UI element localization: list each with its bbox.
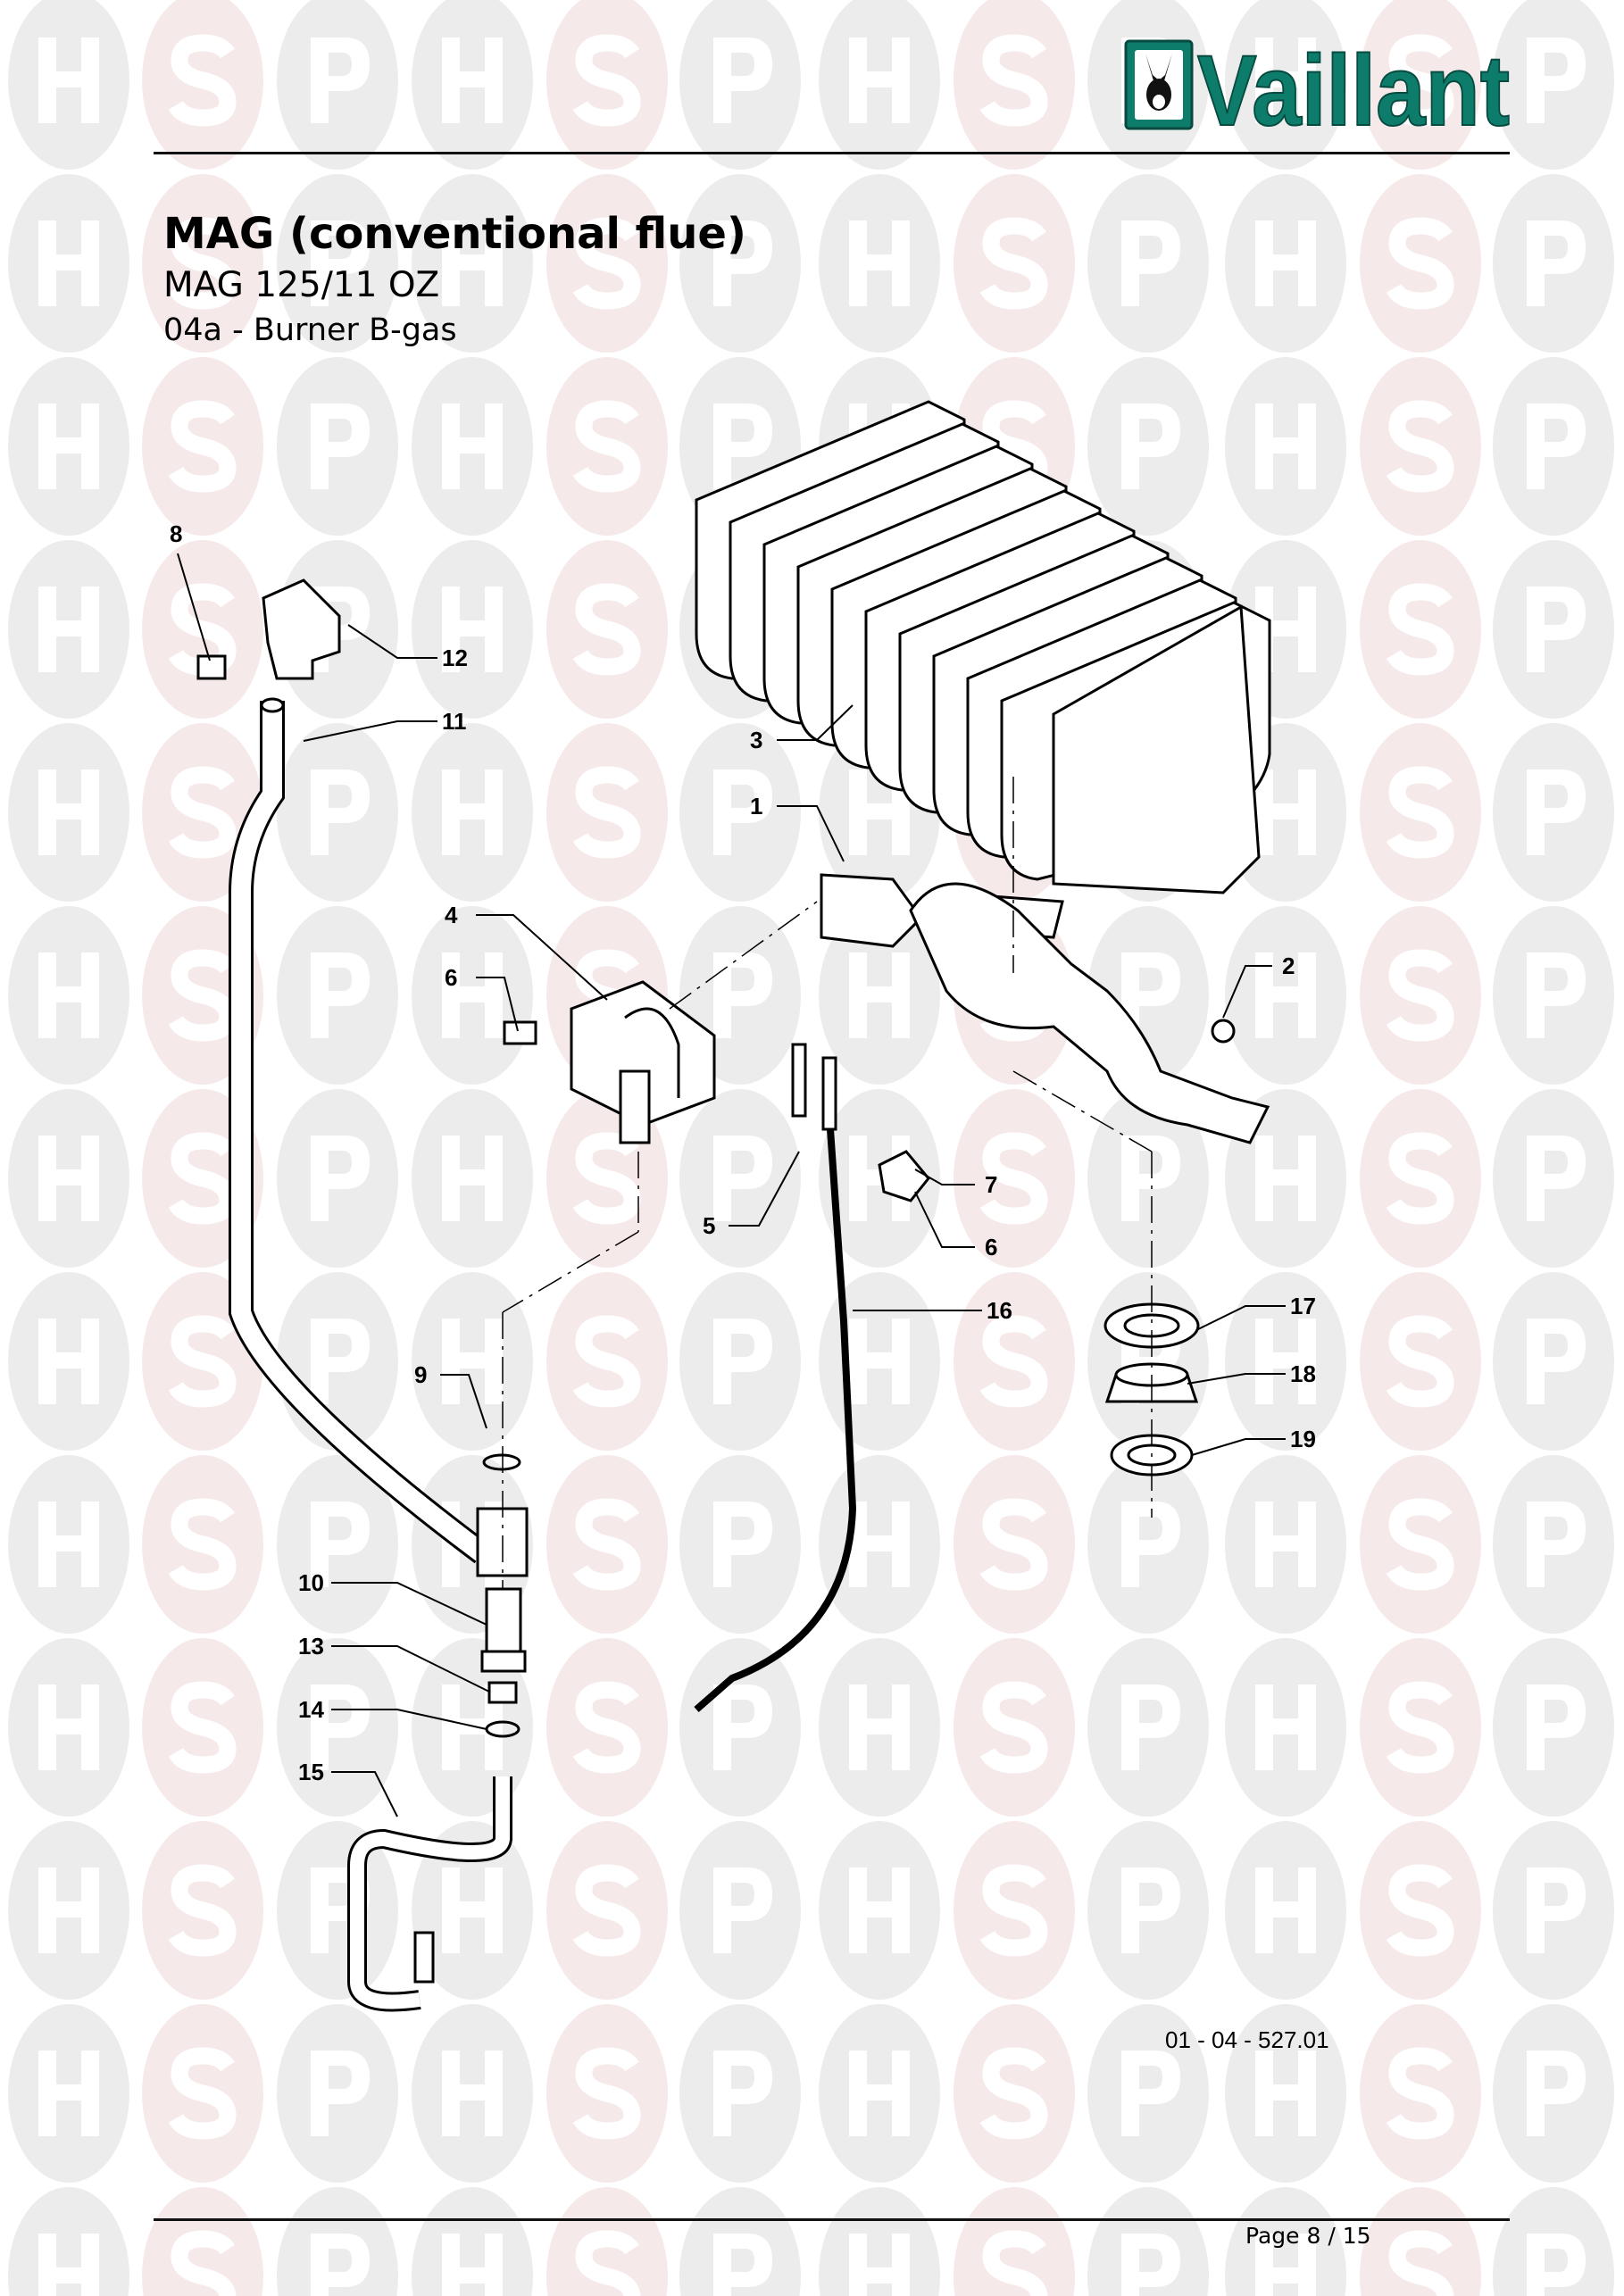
callout-12: 12	[442, 645, 468, 671]
callout-17: 17	[1290, 1293, 1316, 1319]
callout-19: 19	[1290, 1426, 1316, 1452]
callout-5: 5	[703, 1212, 715, 1239]
callout-8: 8	[170, 520, 182, 547]
callout-6: 6	[445, 964, 457, 991]
page-number: Page 8 / 15	[1245, 2223, 1371, 2249]
callout-11: 11	[442, 708, 467, 735]
callout-14: 14	[298, 1696, 324, 1723]
callout-4: 4	[445, 902, 458, 928]
header-rule	[154, 152, 1510, 154]
footer-rule	[154, 2218, 1510, 2221]
section-name: 04a - Burner B-gas	[163, 312, 457, 348]
callout-1: 1	[750, 793, 762, 819]
callout-3: 3	[750, 727, 762, 753]
callout-13: 13	[298, 1633, 324, 1660]
callout-6b: 6	[985, 1234, 997, 1260]
callout-16: 16	[987, 1297, 1012, 1324]
brand-name: Vaillant	[1197, 39, 1510, 132]
callout-10: 10	[298, 1569, 324, 1596]
callout-7: 7	[985, 1171, 997, 1198]
model-name: MAG 125/11 OZ	[163, 265, 440, 305]
vaillant-logo: Vaillant	[1124, 39, 1511, 132]
page-title: MAG (conventional flue)	[163, 209, 746, 259]
callout-18: 18	[1290, 1360, 1316, 1387]
callout-2: 2	[1282, 953, 1295, 979]
drawing-code: 01 - 04 - 527.01	[1165, 2026, 1329, 2053]
callout-9: 9	[414, 1361, 427, 1388]
callout-15: 15	[298, 1759, 324, 1785]
